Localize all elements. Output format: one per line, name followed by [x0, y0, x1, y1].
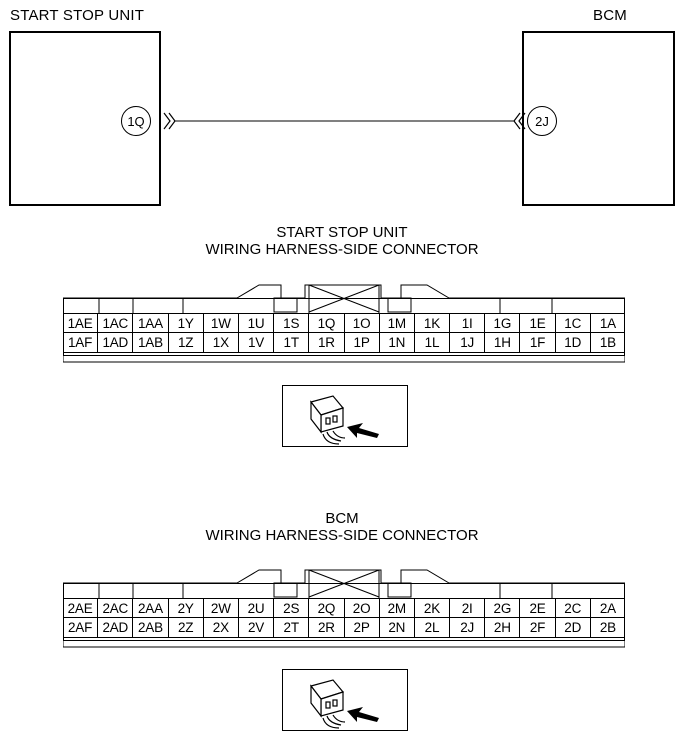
- pin-cell: 2B: [599, 620, 616, 635]
- pin-cell: 2W: [204, 599, 239, 618]
- connector-view-box: [282, 669, 408, 731]
- connector-view-box: [282, 385, 408, 447]
- pin-cell: 2F: [520, 618, 556, 637]
- pin-cell: 1A: [599, 316, 616, 331]
- pin-cell: 1D: [556, 333, 591, 352]
- pin-cell: 2Z: [169, 618, 204, 637]
- pin-cell: 1O: [345, 314, 380, 333]
- pin-cell: 2H: [485, 618, 521, 637]
- pin-cell: 1V: [239, 333, 275, 352]
- pin-cell: 1Y: [169, 314, 204, 333]
- pin-cell: 2E: [520, 599, 556, 618]
- pin-cell: 1AE: [63, 314, 99, 333]
- pin-cell: 1F: [520, 333, 556, 352]
- pin-cell: 1Q: [309, 314, 345, 333]
- pin-cell: 2G: [485, 599, 521, 618]
- pin-cell: 1L: [415, 333, 451, 352]
- connector-title-line2: WIRING HARNESS-SIDE CONNECTOR: [205, 241, 479, 258]
- pin-cell: 2R: [309, 618, 345, 637]
- pin-cell: 1AA: [133, 314, 169, 333]
- pin-cell: 1G: [485, 314, 521, 333]
- bcm-box: [522, 31, 675, 206]
- pin-cell: 2K: [415, 599, 451, 618]
- pin-cell: 2P: [345, 618, 380, 637]
- pin-cell: 1K: [415, 314, 451, 333]
- connector-title-line2: WIRING HARNESS-SIDE CONNECTOR: [205, 527, 479, 544]
- pin-cell: 2S: [274, 599, 310, 618]
- pin-cell: 2Y: [169, 599, 204, 618]
- connector-view-arrow-icon: [309, 395, 379, 445]
- pin-cell: 2AE: [63, 599, 99, 618]
- pin-cell: 2N: [380, 618, 415, 637]
- pin-cell: 1AD: [98, 333, 134, 352]
- pin-cell: 1B: [599, 335, 616, 350]
- pin-cell: 2O: [345, 599, 380, 618]
- pin-cell: 2V: [239, 618, 275, 637]
- pin-cell: 1I: [450, 314, 486, 333]
- pin-cell: 1M: [380, 314, 415, 333]
- pin-cell: 1N: [380, 333, 415, 352]
- pin-cell: 2X: [204, 618, 239, 637]
- connector-housing-outline: [63, 569, 625, 648]
- connector-title-line1: START STOP UNIT: [276, 224, 408, 241]
- pin-cell: 2U: [239, 599, 275, 618]
- pin-cell: 2AD: [98, 618, 134, 637]
- pin-cell: 2I: [450, 599, 486, 618]
- pin-cell: 2AC: [98, 599, 134, 618]
- terminal-2j: 2J: [527, 106, 557, 136]
- pin-cell: 2M: [380, 599, 415, 618]
- pin-cell: 1T: [274, 333, 310, 352]
- terminal-1q: 1Q: [121, 106, 151, 136]
- pin-cell: 2AB: [133, 618, 169, 637]
- pin-cell: 1R: [309, 333, 345, 352]
- connector-title-line1: BCM: [325, 510, 359, 527]
- pin-cell: 1W: [204, 314, 239, 333]
- pin-cell: 2Q: [309, 599, 345, 618]
- pin-cell: 1Z: [169, 333, 204, 352]
- pin-cell: 1S: [274, 314, 310, 333]
- pin-cell: 1X: [204, 333, 239, 352]
- pin-cell: 2T: [274, 618, 310, 637]
- pin-cell: 1AB: [133, 333, 169, 352]
- right-connector-chevron-icon: [513, 112, 526, 130]
- left-connector-chevron-icon: [163, 112, 176, 130]
- start-stop-unit-label: START STOP UNIT: [10, 7, 145, 24]
- connector-view-arrow-icon: [309, 679, 379, 729]
- pin-cell: 1AF: [63, 333, 99, 352]
- pin-cell: 1E: [520, 314, 556, 333]
- pin-cell: 1J: [450, 333, 486, 352]
- pin-cell: 2AA: [133, 599, 169, 618]
- pin-cell: 2L: [415, 618, 451, 637]
- harness-wire: [163, 112, 526, 130]
- pin-cell: 1C: [556, 314, 591, 333]
- pin-cell: 2J: [450, 618, 486, 637]
- pin-cell: 1P: [345, 333, 380, 352]
- bcm-label: BCM: [593, 7, 627, 24]
- pin-cell: 2AF: [63, 618, 99, 637]
- pin-cell: 1AC: [98, 314, 134, 333]
- pin-cell: 2C: [556, 599, 591, 618]
- pin-cell: 2D: [556, 618, 591, 637]
- pin-cell: 1U: [239, 314, 275, 333]
- pin-cell: 1H: [485, 333, 521, 352]
- pin-cell: 2A: [599, 601, 616, 616]
- connector-housing-outline: [63, 284, 625, 363]
